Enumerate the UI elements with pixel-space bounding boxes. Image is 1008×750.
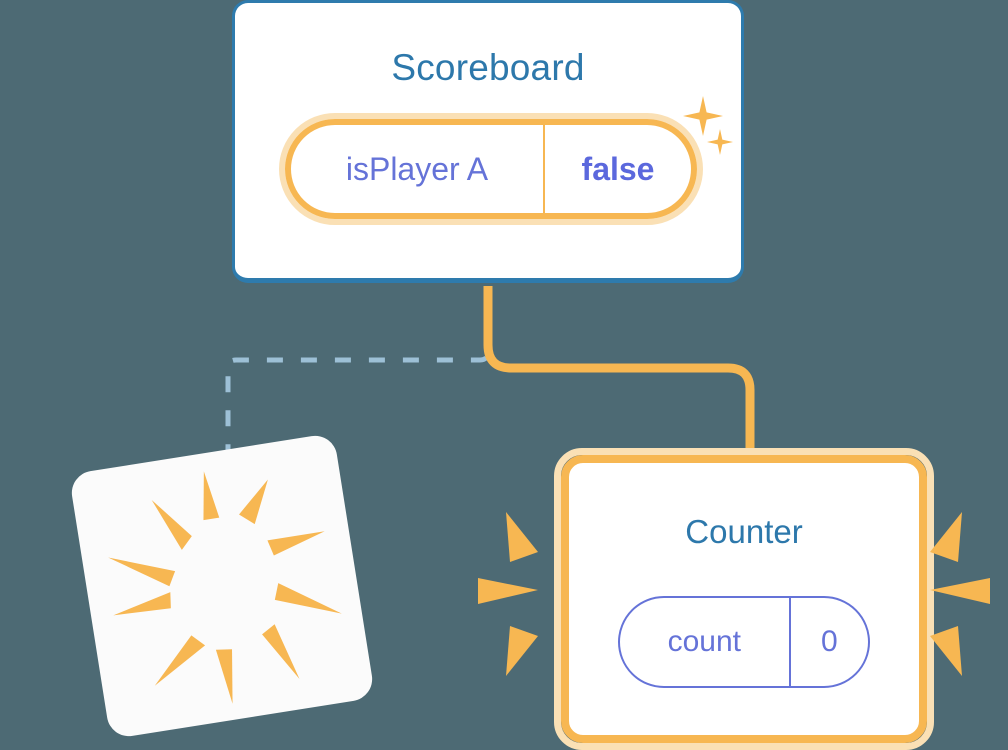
scoreboard-card[interactable]: Scoreboard isPlayer A false [232,0,744,283]
counter-card[interactable]: Counter count 0 [561,455,927,743]
counter-pill-value: 0 [820,625,838,658]
scoreboard-pill-key: isPlayer A [291,125,545,213]
scoreboard-title: Scoreboard [391,47,585,88]
counter-state-pill[interactable]: count 0 [618,596,870,688]
solid-orange-connector [483,286,755,470]
scoreboard-pill-body[interactable]: isPlayer A false [285,119,697,219]
scoreboard-state-pill[interactable]: isPlayer A false [279,113,703,225]
counter-pill-key: count [620,598,791,686]
empty-burst-card[interactable] [68,432,376,740]
burst-rays-icon [108,471,342,704]
scoreboard-pill-halo [279,113,703,225]
scoreboard-pill-value: false [581,150,655,187]
counter-title: Counter [685,513,803,550]
